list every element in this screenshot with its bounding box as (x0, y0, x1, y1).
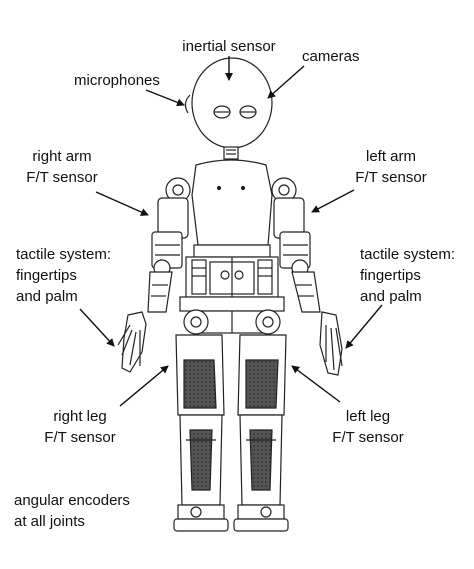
robot-head (184, 57, 273, 160)
right-arm-label: right arm F/T sensor (26, 148, 98, 186)
robot-left-arm (271, 177, 343, 376)
microphones-arrow (145, 89, 185, 107)
tactile-right-label: tactile system: fingertips and palm (16, 246, 112, 305)
right-leg-arrow (119, 365, 169, 407)
left-leg-label: left leg F/T sensor (332, 408, 404, 446)
tactile-left-arrow (345, 304, 383, 349)
angular-encoders-label: angular encoders at all joints (14, 492, 130, 530)
left-leg-arrow (291, 365, 341, 403)
cameras-arrow (267, 65, 305, 99)
robot-torso (179, 159, 285, 334)
right-arm-arrow (95, 191, 149, 216)
right-leg-label: right leg F/T sensor (44, 408, 116, 446)
cameras-label: cameras (302, 48, 360, 65)
callout-arrows (79, 56, 383, 407)
robot-hips (183, 309, 281, 335)
left-arm-arrow (311, 189, 355, 213)
tactile-right-arrow (79, 308, 115, 347)
microphones-label: microphones (74, 72, 160, 89)
robot-left-leg (233, 334, 289, 532)
left-arm-label: left arm F/T sensor (355, 148, 427, 186)
robot-right-arm (117, 177, 191, 373)
tactile-left-label: tactile system: fingertips and palm (360, 246, 456, 305)
inertial-sensor-label: inertial sensor (182, 38, 276, 55)
robot-right-leg (173, 334, 229, 532)
